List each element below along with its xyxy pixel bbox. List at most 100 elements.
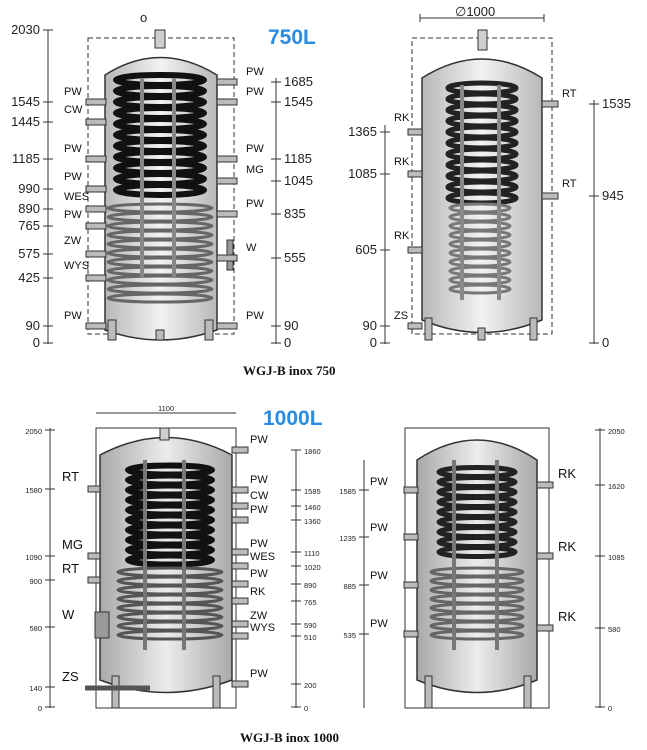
bot-right-dim-10: 200 (304, 681, 317, 690)
sb-right-dim-0: 2050 (608, 427, 625, 436)
bot-right-port-label-0: PW (250, 434, 268, 446)
top-right-dim-5: 555 (284, 250, 306, 265)
bot-right-dim-5: 1020 (304, 563, 321, 572)
bot-right-dim-6: 890 (304, 581, 317, 590)
top-left-port-label-5: PW (64, 209, 82, 221)
side-left-port-label-1: RK (394, 156, 410, 168)
bot-right-dim-2: 1460 (304, 503, 321, 512)
lower-coil-1000 (116, 566, 224, 641)
top-right-dim-4: 835 (284, 206, 306, 221)
top-right-port-label-4: PW (246, 198, 264, 210)
side-tank-750 (421, 58, 543, 334)
side-coil-750 (445, 80, 519, 295)
side-right-dim-1: 945 (602, 188, 624, 203)
side-right-dim-0: 1535 (602, 96, 631, 111)
side-left-dim-2: 605 (355, 242, 377, 257)
bot-right-dim-1: 1585 (304, 487, 321, 496)
top-right-port-label-0: PW (246, 66, 264, 78)
top-right-port-label-6: PW (246, 310, 264, 322)
side-left-port-label-3: ZS (394, 310, 408, 322)
top-right-dim-1: 1545 (284, 94, 313, 109)
top-right-port-label-2: PW (246, 143, 264, 155)
bot-right-dim-4: 1110 (304, 549, 320, 558)
bot-left-port-label-1: MG (62, 537, 83, 552)
top-right-dim-3: 1045 (284, 173, 313, 188)
sb-right-port-label-0: RK (558, 466, 576, 481)
top-left-port-label-2: PW (64, 143, 82, 155)
top-left-port-label-1: CW (64, 104, 83, 116)
bot-right-port-label-1: PW (250, 474, 268, 486)
sb-right-port-label-2: RK (558, 609, 576, 624)
top-right-port-label-1: PW (246, 86, 264, 98)
sb-right-dim-1: 1620 (608, 482, 625, 491)
upper-coil-1000 (125, 462, 215, 568)
sb-left-dim-1: 1235 (339, 534, 356, 543)
bot-right-dim-8: 590 (304, 621, 317, 630)
bot-left-port-label-0: RT (62, 469, 79, 484)
top-right-dim-0: 1685 (284, 74, 313, 89)
bot-left-dim-2: 1090 (25, 553, 42, 562)
bot-right-port-label-4: PW (250, 538, 268, 550)
top-right-dim-7: 0 (284, 335, 291, 350)
top-marker: o (140, 10, 147, 25)
bot-left-port-label-2: RT (62, 561, 79, 576)
sb-left-port-label-1: PW (370, 522, 388, 534)
top-left-dim-10: 0 (33, 335, 40, 350)
bot-left-port-label-3: W (62, 607, 75, 622)
side-right-dim-2: 0 (602, 335, 609, 350)
side-left-dim-4: 0 (370, 335, 377, 350)
top-left-port-label-7: WYS (64, 260, 89, 272)
side-left-port-label-0: RK (394, 112, 410, 124)
top-left-dim-3: 1185 (12, 151, 40, 166)
side-coil-1000 (429, 465, 525, 641)
top-left-dim-5: 890 (18, 201, 40, 216)
bot-left-port-label-4: ZS (62, 669, 79, 684)
top-left-dim-6: 765 (18, 218, 40, 233)
bot-right-port-label-7: RK (250, 586, 266, 598)
top-right-port-label-3: MG (246, 164, 264, 176)
bot-right-dim-3: 1360 (304, 517, 321, 526)
upper-coil-750 (113, 72, 207, 198)
top-left-port-label-6: ZW (64, 235, 82, 247)
caption-750: WGJ-B inox 750 (243, 363, 335, 378)
bot-right-dim-11: 0 (304, 704, 308, 713)
lower-coil-750 (106, 202, 214, 304)
caption-1000: WGJ-B inox 1000 (240, 730, 339, 745)
bot-left-dim-4: 580 (29, 624, 42, 633)
top-port (154, 29, 166, 49)
top-left-dim-7: 575 (18, 246, 40, 261)
sb-right-dim-3: 580 (608, 625, 621, 634)
top-right-dim-2: 1185 (284, 151, 312, 166)
volume-title-750: 750L (268, 26, 316, 49)
bot-left-dim-6: 0 (38, 704, 42, 713)
sb-right-port-label-1: RK (558, 539, 576, 554)
side-right-port-label-1: RT (562, 178, 577, 190)
side-right-port-label-0: RT (562, 88, 577, 100)
side-left-dim-0: 1365 (348, 124, 377, 139)
sb-left-port-label-2: PW (370, 570, 388, 582)
top-left-port-label-4: WES (64, 191, 89, 203)
sb-left-dim-0: 1585 (339, 487, 356, 496)
top-left-dim-2: 1445 (11, 114, 40, 129)
side-diameter: ∅1000 (455, 4, 495, 19)
sb-left-port-label-3: PW (370, 618, 388, 630)
bot-left-dim-0: 2050 (25, 427, 42, 436)
top-left-port-label-0: PW (64, 86, 82, 98)
bot-left-dim-3: 900 (29, 577, 42, 586)
bot-right-port-label-8: ZW (250, 610, 268, 622)
sb-left-port-label-0: PW (370, 476, 388, 488)
top-right-port-label-5: W (246, 242, 257, 254)
bot-right-dim-7: 765 (304, 598, 317, 607)
bot-right-dim-9: 510 (304, 633, 317, 642)
side-left-dim-1: 1085 (348, 166, 377, 181)
top-left-dim-1: 1545 (11, 94, 40, 109)
bot-right-port-label-3: PW (250, 504, 268, 516)
top-left-port-label-3: PW (64, 171, 82, 183)
side-left-dim-3: 90 (363, 318, 377, 333)
top-left-dim-4: 990 (18, 181, 40, 196)
top-left-dim-8: 425 (18, 270, 40, 285)
bot-right-port-label-6: PW (250, 568, 268, 580)
